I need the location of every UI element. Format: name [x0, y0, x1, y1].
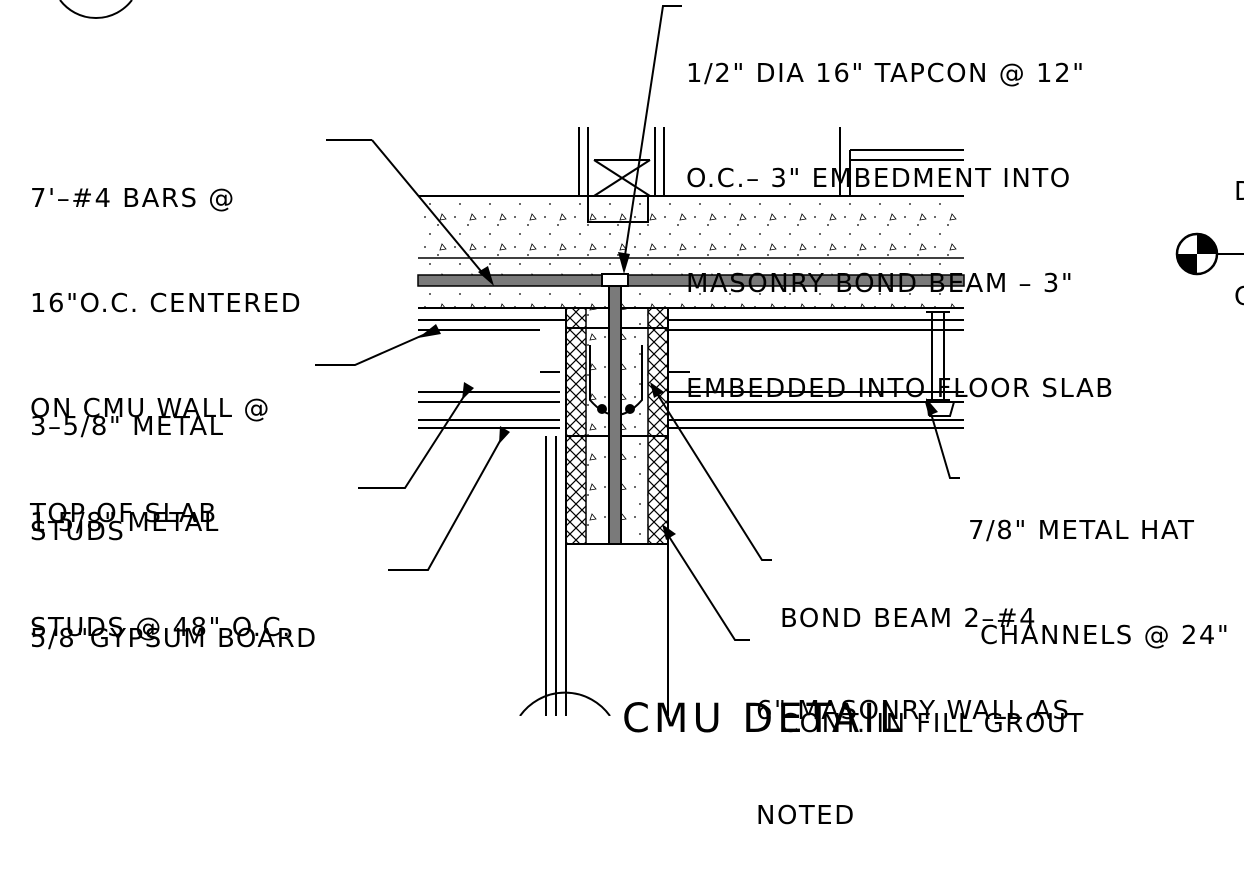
elevation-marker-icon: [1175, 232, 1244, 276]
leader-arrowheads: [418, 252, 938, 540]
floor-slab: [418, 195, 964, 321]
rebar-band: [417, 274, 965, 287]
tapcon-anchor: [608, 285, 622, 545]
metal-studs-note: 3–5/8" METAL STUDS: [30, 412, 225, 547]
detail-title: CMU DETAIL: [622, 696, 906, 742]
gypsum-board-note: 5/8"GYPSUM BOARD: [30, 624, 318, 654]
jamb-framing: [839, 127, 964, 196]
cmu-wall: [545, 307, 669, 716]
studs-48-note: 1 5/8" METAL STUDS @ 48" O.C.: [30, 508, 292, 643]
masonry-wall-note: 6" MASONRY WALL AS NOTED: [756, 696, 1071, 831]
tapcon-washer: [601, 273, 629, 287]
right-cut-note: D C: [1234, 105, 1244, 350]
rebar-note: 7'–#4 BARS @ 16"O.C. CENTERED ON CMU WAL…: [30, 184, 303, 529]
leader-lines: [315, 5, 960, 641]
detail-bubble-icon: [59, 0, 133, 19]
cmu-detail-drawing: [59, 0, 1244, 716]
hat-channels-note: 7/8" METAL HAT CHANNELS @ 24": [968, 516, 1231, 651]
tapcon-note: 1/2" DIA 16" TAPCON @ 12" O.C.– 3" EMBED…: [686, 59, 1115, 404]
